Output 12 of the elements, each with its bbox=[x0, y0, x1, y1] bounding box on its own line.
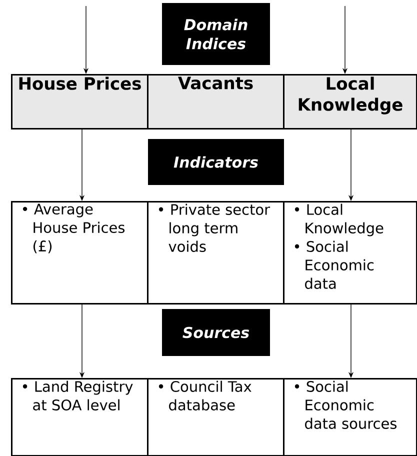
section-label: Domain Indices bbox=[162, 3, 270, 65]
table-cell: • Council Tax database bbox=[147, 378, 284, 456]
table-cell: • Land Registry at SOA level bbox=[11, 378, 148, 456]
table-cell: • Private sector long term voids bbox=[147, 201, 284, 304]
table-cell: • Local Knowledge • Social Economic data bbox=[283, 201, 417, 304]
section-label: Indicators bbox=[148, 139, 284, 185]
header-cell: House Prices bbox=[11, 74, 148, 130]
section-label: Sources bbox=[162, 309, 270, 356]
table-cell: • Average House Prices (£) bbox=[11, 201, 148, 304]
table-cell: • Social Economic data sources bbox=[283, 378, 417, 456]
header-cell: Vacants bbox=[147, 74, 284, 130]
header-cell: Local Knowledge bbox=[283, 74, 417, 130]
